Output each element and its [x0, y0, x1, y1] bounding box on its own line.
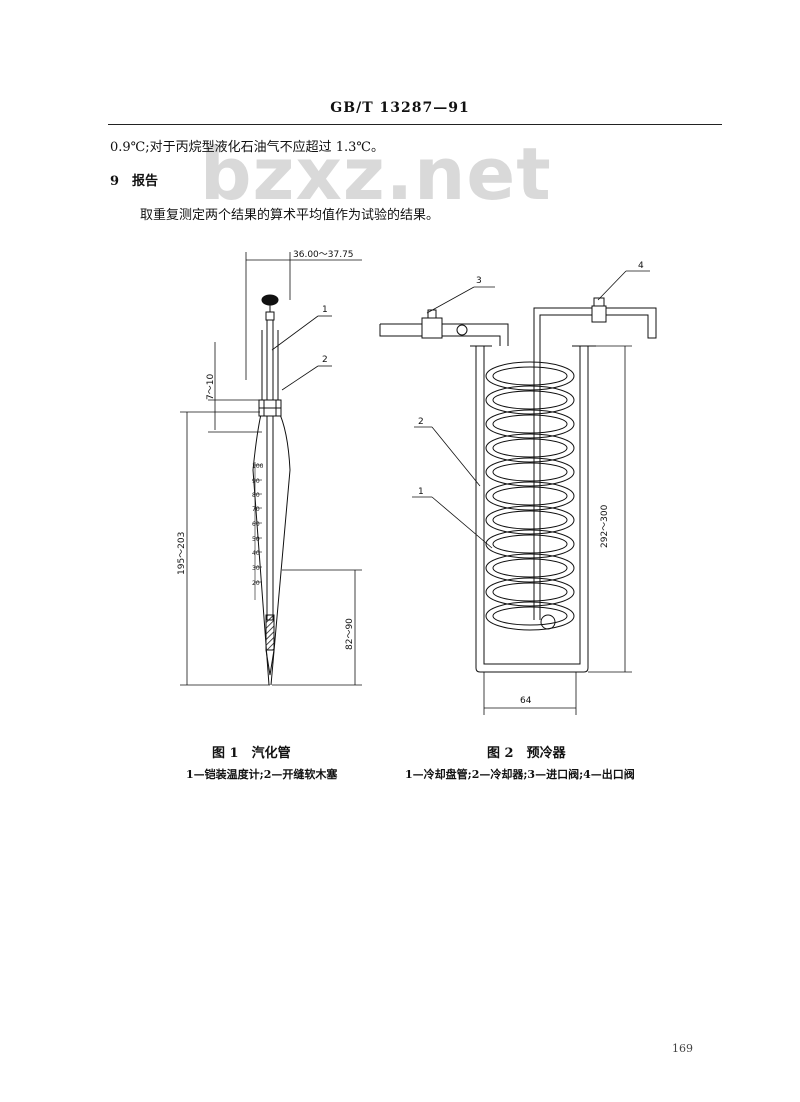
- scale-label-50: 50: [252, 536, 260, 543]
- header-rule: [108, 124, 722, 125]
- scale-label-40: 40: [252, 550, 260, 557]
- fig1-callout-2: 2: [322, 355, 328, 365]
- dim-top-label: 36.00～37.75: [293, 250, 354, 260]
- dim-width-label: 64: [520, 696, 532, 706]
- fig2-callout-2: 2: [418, 417, 424, 427]
- figure-2-legend: 1—冷却盘管;2—冷却器;3—进口阀;4—出口阀: [405, 768, 635, 781]
- scale-ticks: [255, 464, 262, 583]
- figure-1-legend: 1—铠装温度计;2—开缝软木塞: [186, 768, 338, 781]
- dim-bottom-label: 82～90: [345, 618, 355, 650]
- page-header: GB/T 13287—91: [330, 100, 470, 116]
- section-9-heading: 9 报告: [110, 174, 159, 189]
- fig2-callout-4: 4: [638, 261, 644, 271]
- dim-stopper-label: 7～10: [206, 374, 216, 400]
- watermark: bzxz.net: [200, 132, 552, 216]
- scale-label-100: 100: [252, 463, 264, 470]
- dim-length-label: 195～203: [177, 532, 187, 575]
- figure-2-precooler: 3 4 2 1 292～300 64: [379, 261, 657, 715]
- scale-label-60: 60: [252, 521, 260, 528]
- page-number: 169: [672, 1042, 693, 1055]
- scale-label-70: 70: [252, 506, 260, 513]
- continued-text: 0.9℃;对于丙烷型液化石油气不应超过 1.3℃。: [110, 140, 384, 155]
- scale-label-30: 30: [252, 565, 260, 572]
- figure-1-vaporization-tube: 100 90 80 70 60 50 40 30 20 36.00～37.75 …: [177, 250, 362, 686]
- fig2-callout-3: 3: [476, 276, 482, 286]
- figure-1-caption: 图 1 汽化管: [212, 746, 291, 761]
- dim-height-label: 292～300: [600, 504, 610, 548]
- fig2-callout-1: 1: [418, 487, 424, 497]
- section-9-text: 取重复测定两个结果的算术平均值作为试验的结果。: [140, 208, 440, 223]
- figure-2-caption: 图 2 预冷器: [487, 746, 566, 761]
- scale-label-80: 80: [252, 492, 260, 499]
- cooling-coil: [485, 361, 575, 631]
- scale-label-90: 90: [252, 478, 260, 485]
- scale-label-20: 20: [252, 580, 260, 587]
- fig1-callout-1: 1: [322, 305, 328, 315]
